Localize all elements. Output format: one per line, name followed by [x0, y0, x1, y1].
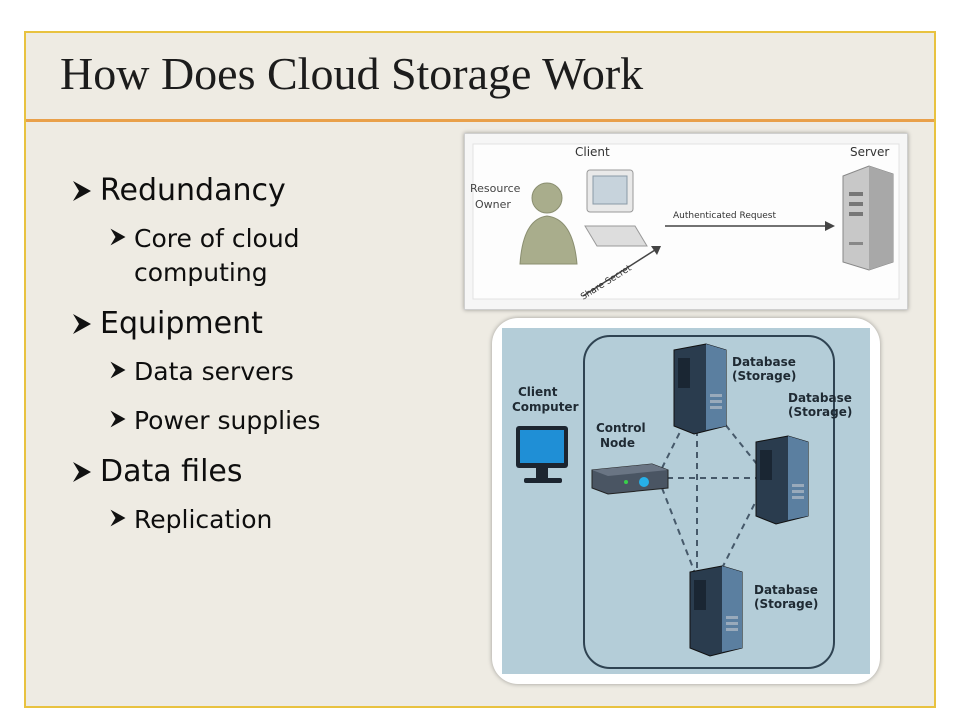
arrow-bullet-icon [110, 228, 126, 246]
sub-bullet-label: Power supplies [134, 406, 321, 436]
bullet-label: Data files [100, 454, 243, 489]
storage-cluster-outline [583, 335, 835, 669]
title-divider [26, 119, 934, 122]
arrow-bullet-icon [110, 509, 126, 527]
db-bottom-label-1: Database [754, 583, 818, 597]
storage-network-diagram: Client Computer Control Node Database (S… [502, 328, 870, 674]
computer-icon [584, 169, 648, 247]
sub-bullet-label: Replication [134, 505, 273, 534]
client-computer-label-2: Computer [512, 400, 579, 414]
server-icon [842, 165, 894, 271]
resource-owner-label-1: Resource [470, 182, 521, 195]
authenticated-request-label: Authenticated Request [673, 211, 776, 221]
bullet-item: Redundancy [70, 173, 430, 208]
auth-diagram-image: Client Server Resource Owner Authenticat… [464, 133, 908, 310]
sub-bullet-item: Core of cloud computing [108, 222, 430, 290]
client-label: Client [575, 145, 610, 159]
bullet-item: Equipment [70, 306, 430, 341]
database-server-icon [689, 565, 743, 657]
database-server-icon [673, 343, 727, 435]
server-label: Server [850, 145, 889, 159]
resource-owner-label-2: Owner [475, 198, 511, 211]
bullet-list: Redundancy Core of cloud computing Equip… [70, 173, 430, 553]
db-top-label-1: Database [732, 355, 796, 369]
bullet-item: Data files [70, 454, 430, 489]
sub-bullet-label: Core of cloud computing [134, 224, 300, 287]
control-node-label-1: Control [596, 421, 646, 435]
bullet-label: Equipment [100, 305, 263, 341]
bullet-label: Redundancy [100, 173, 286, 208]
db-bottom-label-2: (Storage) [754, 597, 818, 611]
auth-diagram: Client Server Resource Owner Authenticat… [470, 143, 900, 303]
client-computer-icon [516, 426, 568, 483]
arrow-bullet-icon [110, 410, 126, 428]
sub-bullet-label: Data servers [134, 356, 294, 386]
client-computer-label-1: Client [518, 385, 558, 399]
control-node-label-2: Node [600, 436, 635, 450]
arrow-bullet-icon [73, 462, 91, 482]
arrow-bullet-icon [110, 361, 126, 378]
request-arrow-head [825, 221, 835, 231]
arrow-bullet-icon [73, 181, 91, 201]
storage-network-image: Client Computer Control Node Database (S… [492, 318, 880, 684]
sub-bullet-item: Replication [108, 503, 430, 537]
slide-title: How Does Cloud Storage Work [60, 48, 644, 99]
user-icon [519, 182, 578, 265]
control-node-icon [591, 463, 669, 495]
share-secret-arrow-head [651, 246, 661, 255]
arrow-bullet-icon [73, 313, 91, 334]
db-top-label-2: (Storage) [732, 369, 796, 383]
db-right-label-1: Database [788, 391, 852, 405]
sub-bullet-item: Power supplies [108, 404, 430, 438]
sub-bullet-item: Data servers [108, 355, 430, 389]
db-right-label-2: (Storage) [788, 405, 852, 419]
database-server-icon [755, 435, 809, 525]
share-secret-arrow-line [582, 249, 656, 297]
slide: How Does Cloud Storage Work Redundancy C… [24, 31, 936, 708]
